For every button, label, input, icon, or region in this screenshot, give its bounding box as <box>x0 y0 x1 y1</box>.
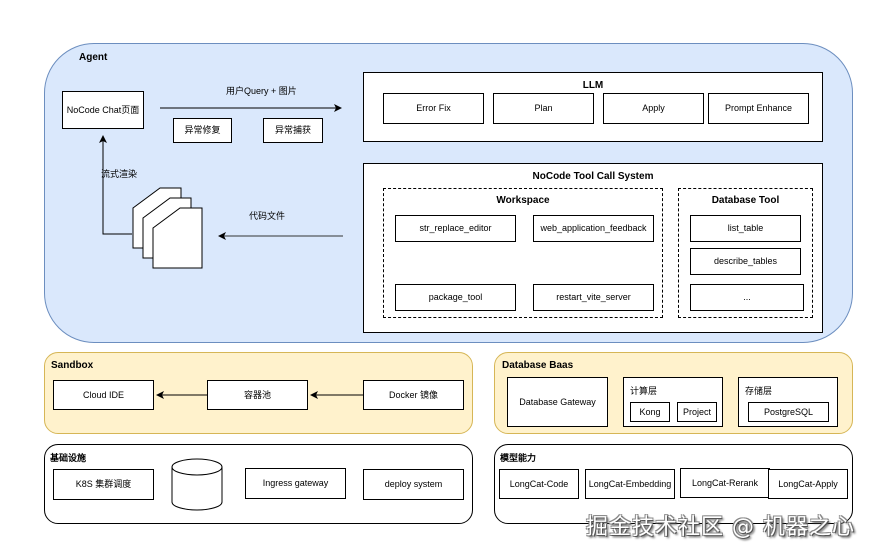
database-baas-title: Database Baas <box>502 360 574 371</box>
tool-label: web_application_feedback <box>540 223 647 234</box>
tool-label: list_table <box>727 223 764 234</box>
llm-item-label: Error Fix <box>416 103 451 114</box>
storage-item-label: PostgreSQL <box>763 406 814 417</box>
workspace-title: Workspace <box>496 195 550 206</box>
tool-str-replace-editor[interactable]: str_replace_editor <box>395 215 516 242</box>
watermark: 掘金技术社区 @ 机器之心 <box>586 515 855 540</box>
infra-ingress-gateway[interactable]: Ingress gateway <box>245 468 346 499</box>
model-longcat-rerank[interactable]: LongCat-Rerank <box>680 468 770 498</box>
compute-kong[interactable]: Kong <box>630 402 670 422</box>
storage-postgresql[interactable]: PostgreSQL <box>748 402 829 422</box>
sandbox-container-pool[interactable]: 容器池 <box>207 380 308 410</box>
tool-label: package_tool <box>428 292 483 303</box>
llm-item-error-fix[interactable]: Error Fix <box>383 93 484 124</box>
tool-web-application-feedback[interactable]: web_application_feedback <box>533 215 654 242</box>
code-storage-label: code storage <box>181 487 213 508</box>
compute-layer-title: 计算层 <box>630 386 658 396</box>
model-capability-title: 模型能力 <box>500 453 537 463</box>
database-tool-title: Database Tool <box>711 195 780 206</box>
storage-layer-title: 存储层 <box>745 386 773 396</box>
compute-item-label: Kong <box>639 406 661 417</box>
infra-item-label: deploy system <box>384 479 443 490</box>
llm-item-label: Plan <box>534 103 553 114</box>
llm-item-label: Apply <box>642 103 665 114</box>
database-gateway-label: Database Gateway <box>519 396 596 407</box>
model-item-label: LongCat-Rerank <box>691 477 759 488</box>
infra-deploy-system[interactable]: deploy system <box>363 469 464 500</box>
tool-restart-vite-server[interactable]: restart_vite_server <box>533 284 654 311</box>
tool-call-system-title: NoCode Tool Call System <box>532 171 654 182</box>
workspace-group: Workspace <box>383 188 663 318</box>
sandbox-docker-image[interactable]: Docker 镜像 <box>363 380 464 410</box>
exception-capture-box[interactable]: 异常捕获 <box>263 118 323 143</box>
llm-item-plan[interactable]: Plan <box>493 93 594 124</box>
query-arrow-label: 用户Query + 图片 <box>226 86 297 96</box>
tool-label: ... <box>743 292 751 303</box>
model-item-label: LongCat-Code <box>509 478 569 489</box>
llm-title: LLM <box>582 80 604 91</box>
exception-capture-label: 异常捕获 <box>274 125 311 136</box>
tool-more[interactable]: ... <box>690 284 804 311</box>
sandbox-item-label: Docker 镜像 <box>388 389 438 400</box>
database-tool-group: Database Tool <box>678 188 813 318</box>
sandbox-item-label: 容器池 <box>243 389 271 400</box>
sandbox-title: Sandbox <box>51 360 94 371</box>
infrastructure-title: 基础设施 <box>50 453 87 463</box>
model-longcat-apply[interactable]: LongCat-Apply <box>768 469 848 499</box>
tool-list-table[interactable]: list_table <box>690 215 801 242</box>
compute-project[interactable]: Project <box>677 402 717 422</box>
sandbox-cloud-ide[interactable]: Cloud IDE <box>53 380 154 410</box>
llm-item-label: Prompt Enhance <box>724 103 793 114</box>
infra-item-label: Ingress gateway <box>262 478 329 489</box>
agent-title: Agent <box>79 52 108 63</box>
nocode-chat-page[interactable]: NoCode Chat页面 <box>62 91 144 129</box>
tool-describe-tables[interactable]: describe_tables <box>690 248 801 275</box>
model-longcat-embedding[interactable]: LongCat-Embedding <box>585 469 675 499</box>
sandbox-item-label: Cloud IDE <box>82 389 125 400</box>
exception-fix-box[interactable]: 异常修复 <box>173 118 232 143</box>
stream-render-label: 流式渲染 <box>101 169 138 179</box>
tool-label: restart_vite_server <box>556 292 631 303</box>
infra-item-label: K8S 集群调度 <box>75 479 132 490</box>
tool-package-tool[interactable]: package_tool <box>395 284 516 311</box>
compute-item-label: Project <box>682 406 711 417</box>
llm-item-prompt-enhance[interactable]: Prompt Enhance <box>708 93 809 124</box>
model-longcat-code[interactable]: LongCat-Code <box>499 469 579 499</box>
code-files-label: 代码文件 <box>249 211 286 221</box>
model-item-label: LongCat-Apply <box>778 478 838 489</box>
tool-label: str_replace_editor <box>419 223 492 234</box>
database-gateway[interactable]: Database Gateway <box>507 377 608 427</box>
tool-label: describe_tables <box>713 256 778 267</box>
infra-k8s-scheduling[interactable]: K8S 集群调度 <box>53 469 154 500</box>
exception-fix-label: 异常修复 <box>184 125 221 136</box>
nocode-chat-page-label: NoCode Chat页面 <box>66 104 140 115</box>
llm-item-apply[interactable]: Apply <box>603 93 704 124</box>
model-item-label: LongCat-Embedding <box>588 478 672 489</box>
